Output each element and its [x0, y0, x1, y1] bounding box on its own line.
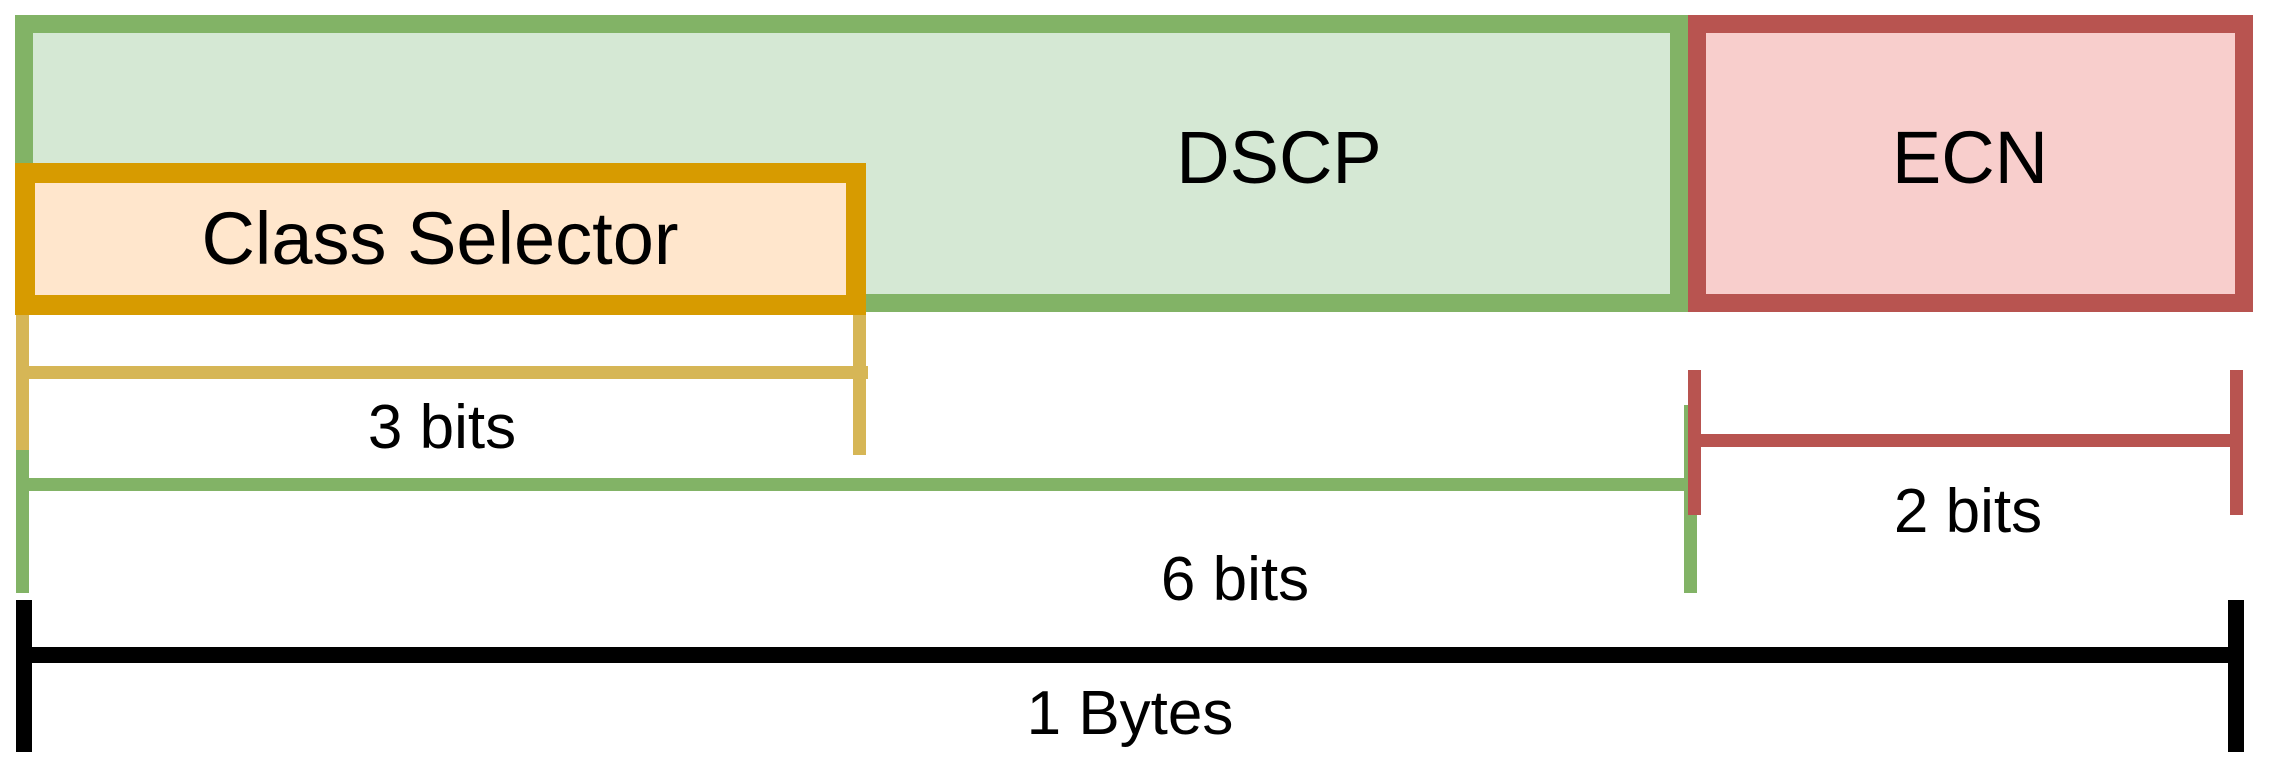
bits2-line	[1690, 434, 2243, 447]
bits6-line	[16, 478, 1700, 491]
ecn-label: ECN	[1891, 116, 2049, 199]
bits3-right-tick	[853, 315, 866, 455]
bits6-label: 6 bits	[1160, 545, 1310, 614]
bits3-line	[16, 366, 868, 379]
dscp-label: DSCP	[1176, 116, 1382, 199]
bits2-right-tick	[2230, 370, 2243, 515]
ecn-field-box	[1688, 15, 2253, 312]
bytes1-right-tick	[2228, 600, 2244, 752]
bytes1-label: 1 Bytes	[1026, 679, 1234, 748]
bits6-left-tick	[16, 450, 29, 593]
bits2-left-tick	[1688, 370, 1701, 515]
bytes1-left-tick	[16, 600, 32, 752]
class-selector-field-box	[15, 163, 866, 315]
bits2-label: 2 bits	[1893, 477, 2043, 546]
bytes1-line	[16, 647, 2244, 663]
bits3-left-tick	[16, 315, 29, 450]
bits3-label: 3 bits	[367, 393, 517, 462]
class-selector-label: Class Selector	[201, 197, 679, 280]
